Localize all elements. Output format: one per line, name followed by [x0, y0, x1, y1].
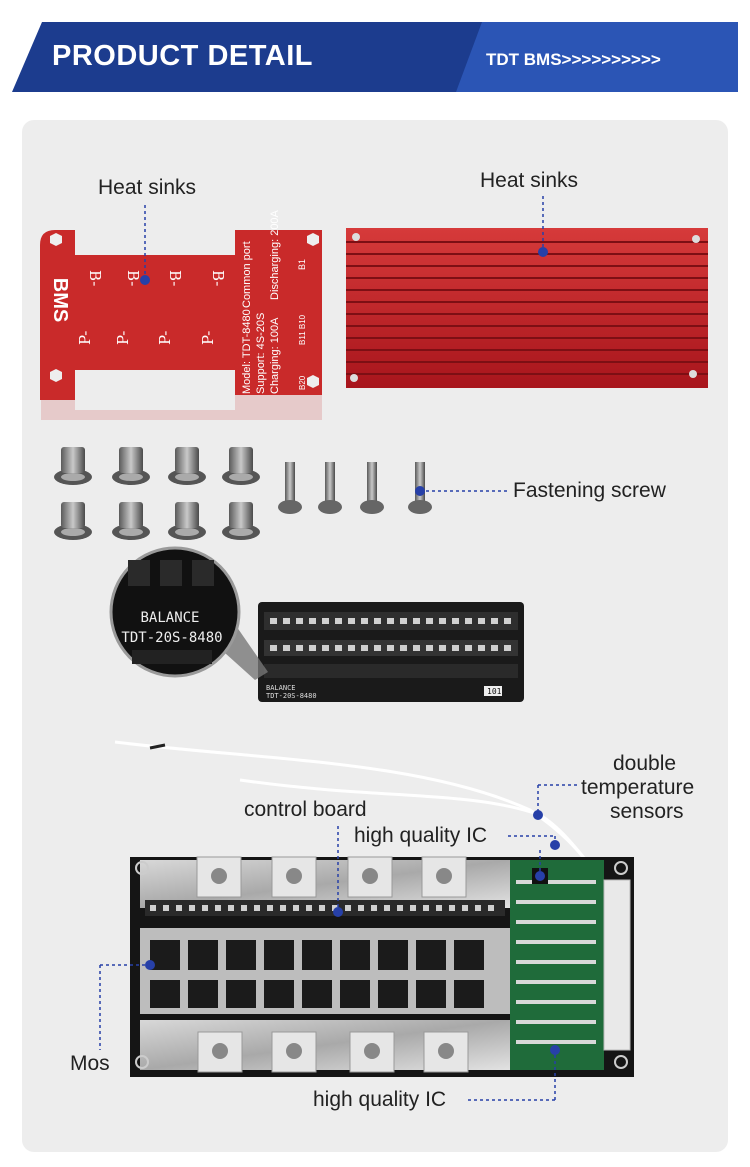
red-board-support: Support: 4S-20S: [255, 313, 267, 394]
washer-screw: [54, 447, 92, 485]
washer-screw: [54, 502, 92, 540]
page-title: PRODUCT DETAIL: [52, 40, 314, 72]
red-board-logo: BMS: [49, 278, 71, 322]
red-board-b11b10: B11 B10: [298, 314, 307, 345]
red-board-model: Model: TDT-8480: [241, 309, 253, 394]
washer-screw: [112, 447, 150, 485]
washer-screw: [168, 502, 206, 540]
label-double: double: [613, 752, 677, 775]
label-heat-sinks-left: Heat sinks: [98, 176, 197, 199]
p-minus-4: P-: [199, 331, 217, 345]
main-bms-board: [130, 856, 634, 1077]
header-banner: [12, 22, 738, 92]
label-control-board: control board: [244, 798, 367, 821]
b-minus-1: B-: [86, 270, 104, 286]
washer-screw: [112, 502, 150, 540]
magnifier-label-2: TDT-20S-8480: [121, 630, 222, 646]
screw-set: [54, 447, 432, 540]
long-screw: [408, 462, 432, 514]
p-minus-2: P-: [114, 331, 132, 345]
b-minus-4: B-: [209, 270, 227, 286]
red-board-discharging: Discharging: 200A: [269, 209, 281, 300]
balance-board-small-label-2: TDT-20S-8480: [266, 692, 317, 700]
magnifier-callout: BALANCE TDT-20S-8480: [109, 546, 268, 680]
washer-screw: [222, 447, 260, 485]
washer-screw: [168, 447, 206, 485]
red-board-charging: Charging: 100A: [269, 317, 281, 394]
b-minus-3: B-: [166, 270, 184, 286]
label-temperature: temperature: [581, 776, 695, 799]
terminal-blocks: [196, 856, 469, 1073]
balance-board-small-label-1: BALANCE: [266, 684, 296, 692]
balance-board-tag: 101: [487, 687, 502, 696]
label-fastening-screw: Fastening screw: [513, 479, 666, 502]
p-minus-1: P-: [76, 331, 94, 345]
long-screw: [278, 462, 302, 514]
label-mos: Mos: [70, 1052, 110, 1075]
long-screw: [360, 462, 384, 514]
b-minus-2: B-: [124, 270, 142, 286]
balance-board: BALANCE TDT-20S-8480 101: [258, 602, 524, 702]
sensor-wires: [114, 740, 612, 891]
finned-heat-sink: [346, 228, 708, 388]
p-minus-3: P-: [156, 331, 174, 345]
label-high-quality-ic-bottom: high quality IC: [313, 1088, 447, 1111]
magnifier-label-1: BALANCE: [140, 610, 199, 626]
callout-dots: [140, 247, 560, 1055]
red-board-b1: B1: [297, 259, 307, 270]
label-high-quality-ic-top: high quality IC: [354, 824, 488, 847]
label-sensors: sensors: [610, 800, 684, 823]
brand-tag: TDT BMS>>>>>>>>>>: [486, 50, 661, 69]
red-board-b20: B20: [298, 375, 307, 390]
label-heat-sinks-right: Heat sinks: [480, 169, 579, 192]
red-board-port: Common port: [241, 241, 253, 308]
washer-screw: [222, 502, 260, 540]
red-heat-sink-plate: [40, 230, 322, 420]
long-screw: [318, 462, 342, 514]
